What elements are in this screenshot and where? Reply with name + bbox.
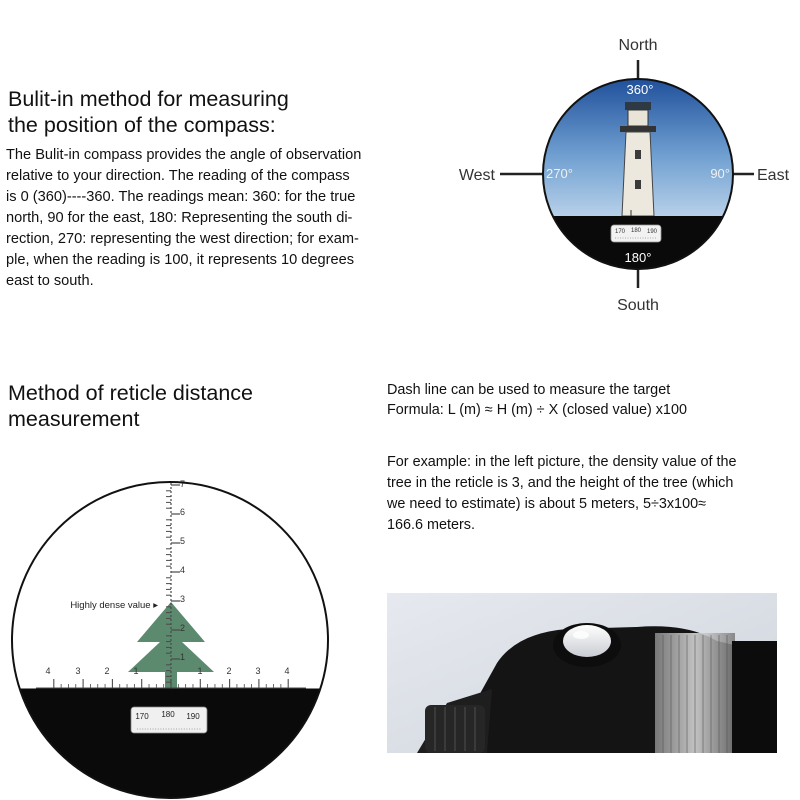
degree-270: 270° [546,166,573,181]
reticle-section-title: Method of reticle distance measurement [8,380,338,432]
west-label: West [459,167,496,184]
compass-description-line: ple, when the reading is 100, it represe… [6,252,355,268]
example-text: For example: in the left picture, the de… [387,452,800,536]
monocular-body [417,626,777,753]
reticle-scale-label-190: 190 [186,712,200,721]
compass-description-line: rection, 270: representing the west dire… [6,231,359,247]
left-tick-label-1: 1 [133,666,138,676]
vertical-tick-label-4: 4 [180,565,185,575]
compass-description-line: east to south. [6,273,94,289]
right-tick-label-3: 3 [255,666,260,676]
east-label: East [757,167,790,184]
compass-scale-label-180: 180 [631,228,642,234]
reticle-ring [11,481,329,799]
vertical-tick-label-7: 7 [180,479,185,489]
compass-scale: 170 180 190 [610,224,662,243]
example-line: For example: in the left picture, the de… [387,454,737,470]
compass-title-line-2: the position of the compass: [8,113,276,137]
vertical-tick-label-1: 1 [180,652,185,662]
south-label: South [617,297,659,314]
formula-text: Dash line can be used to measure the tar… [387,380,797,420]
vertical-tick-label-5: 5 [180,536,185,546]
left-tick-label-3: 3 [75,666,80,676]
compass-description-line: north, 90 for the east, 180: Representin… [6,210,353,226]
compass-description: The Bulit-in compass provides the angle … [6,145,426,292]
left-tick-label-2: 2 [104,666,109,676]
compass-scale-label-190: 190 [647,229,658,235]
reticle-scale: 170 180 190 [130,706,208,734]
degree-180: 180° [625,250,652,265]
horizontal-reticle-scale [36,679,306,689]
compass-description-line: is 0 (360)----360. The readings mean: 36… [6,189,356,205]
formula-line-1: Dash line can be used to measure the tar… [387,382,671,398]
degree-90: 90° [710,166,730,181]
compass-title-line-1: Bulit-in method for measuring [8,87,289,111]
compass-section-title: Bulit-in method for measuring the positi… [8,86,348,138]
reticle-title-line-2: measurement [8,407,140,431]
right-tick-label-1: 1 [197,666,202,676]
vertical-tick-label-3: 3 [180,594,185,604]
reticle-diagram: 170 180 190 1 2 3 4 5 6 7 4 3 2 1 1 2 3 … [11,479,329,799]
compass-diagram: North South West East 170 180 190 360° [459,37,790,314]
north-label: North [618,37,657,54]
example-line: we need to estimate) is about 5 meters, … [387,496,706,512]
example-line: 166.6 meters. [387,517,475,533]
example-line: tree in the reticle is 3, and the height… [387,475,734,491]
compass-dome [553,623,621,667]
compass-scale-label-170: 170 [615,229,626,235]
reticle-scale-label-180: 180 [161,710,175,719]
vertical-tick-label-6: 6 [180,507,185,517]
degree-360: 360° [627,82,654,97]
left-tick-label-4: 4 [45,666,50,676]
right-tick-label-4: 4 [284,666,289,676]
highly-dense-value-label: Highly dense value ▸ [70,600,158,611]
reticle-scale-label-170: 170 [135,712,149,721]
reticle-ground [12,688,328,798]
right-tick-label-2: 2 [226,666,231,676]
vertical-tick-label-2: 2 [180,623,185,633]
formula-line-2: Formula: L (m) ≈ H (m) ÷ X (closed value… [387,402,687,418]
monocular-photo [387,593,777,753]
reticle-title-line-1: Method of reticle distance [8,381,253,405]
compass-ring [542,78,734,270]
compass-description-line: relative to your direction. The reading … [6,168,350,184]
compass-description-line: The Bulit-in compass provides the angle … [6,147,362,163]
